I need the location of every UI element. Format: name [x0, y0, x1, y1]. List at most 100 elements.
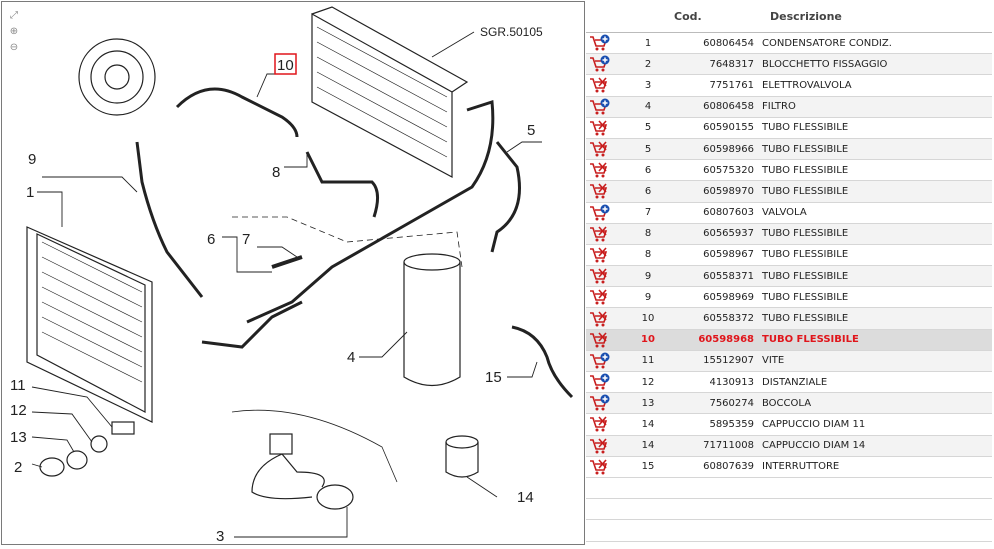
- cart-unavailable-icon[interactable]: [589, 288, 611, 306]
- row-ref: 14: [622, 413, 674, 436]
- row-ref: 10: [622, 329, 674, 351]
- row-code: 60807639: [674, 456, 760, 478]
- cart-unavailable-icon[interactable]: [589, 76, 611, 94]
- row-ref: 1: [622, 32, 674, 55]
- cart-add-icon[interactable]: [589, 352, 611, 370]
- callout-1[interactable]: 1: [26, 184, 34, 201]
- callout-11[interactable]: 11: [10, 377, 26, 394]
- row-description: BLOCCHETTO FISSAGGIO: [760, 53, 992, 76]
- evaporator-outline: [311, 12, 453, 179]
- zoom-in-icon[interactable]: ⊕: [9, 26, 19, 37]
- row-code: 60598969: [674, 286, 760, 309]
- cart-unavailable-icon[interactable]: [589, 246, 611, 264]
- row-description: FILTRO: [760, 96, 992, 118]
- row-code: 71711008: [674, 435, 760, 457]
- callout-3[interactable]: 3: [216, 528, 224, 545]
- cart-unavailable-icon[interactable]: [589, 310, 611, 328]
- cart-unavailable-icon[interactable]: [589, 458, 611, 476]
- cart-unavailable-icon[interactable]: [589, 182, 611, 200]
- row-code: 5895359: [674, 413, 760, 436]
- zoom-out-icon[interactable]: ⊖: [9, 42, 19, 53]
- callout-15[interactable]: 15: [485, 369, 502, 386]
- cart-unavailable-icon[interactable]: [589, 331, 611, 349]
- row-code: 60598970: [674, 180, 760, 203]
- row-description: DISTANZIALE: [760, 371, 992, 394]
- callout-12[interactable]: 12: [10, 402, 27, 419]
- cart-add-icon[interactable]: [589, 98, 611, 116]
- callout-10-highlight: [274, 53, 297, 75]
- cart-unavailable-icon[interactable]: [589, 225, 611, 243]
- callout-14[interactable]: 14: [517, 489, 534, 506]
- callout-13[interactable]: 13: [10, 429, 27, 446]
- row-description: TUBO FLESSIBILE: [760, 265, 992, 288]
- cart-add-icon[interactable]: [589, 373, 611, 391]
- header-icon: [586, 0, 622, 33]
- row-ref: 4: [622, 96, 674, 118]
- cart-unavailable-icon[interactable]: [589, 437, 611, 455]
- fit-view-icon[interactable]: ⤢: [10, 10, 18, 21]
- row-ref: 6: [622, 180, 674, 203]
- row-ref: 7: [622, 202, 674, 224]
- callout-10[interactable]: 10: [277, 57, 294, 74]
- row-ref: 14: [622, 435, 674, 457]
- row-description: TUBO FLESSIBILE: [760, 180, 992, 203]
- callout-7[interactable]: 7: [242, 231, 250, 248]
- cart-unavailable-icon[interactable]: [589, 119, 611, 137]
- cart-unavailable-icon[interactable]: [589, 140, 611, 158]
- row-code: 60806454: [674, 32, 760, 55]
- row-description: TUBO FLESSIBILE: [760, 117, 992, 139]
- cart-unavailable-icon[interactable]: [589, 267, 611, 285]
- empty-row: [586, 519, 992, 542]
- cart-add-icon[interactable]: [589, 34, 611, 52]
- row-code: 60807603: [674, 202, 760, 224]
- row-ref: 11: [622, 350, 674, 373]
- row-description: TUBO FLESSIBILE: [760, 159, 992, 182]
- row-ref: 3: [622, 74, 674, 97]
- row-code: 60565937: [674, 223, 760, 245]
- cart-add-icon[interactable]: [589, 55, 611, 73]
- callout-4[interactable]: 4: [347, 349, 355, 366]
- cart-unavailable-icon[interactable]: [589, 415, 611, 433]
- empty-row: [586, 498, 992, 521]
- exploded-diagram[interactable]: ⤢ ⊕ ⊖: [1, 1, 585, 545]
- callout-5[interactable]: 5: [527, 122, 535, 139]
- row-description: ELETTROVALVOLA: [760, 74, 992, 97]
- condenser-outline: [26, 226, 153, 423]
- callout-6[interactable]: 6: [207, 231, 215, 248]
- header-code[interactable]: Cod.: [674, 0, 760, 33]
- row-code: 7560274: [674, 392, 760, 415]
- row-description: TUBO FLESSIBILE: [760, 244, 992, 267]
- cart-add-icon[interactable]: [589, 204, 611, 222]
- callout-2[interactable]: 2: [14, 459, 22, 476]
- row-code: 60598967: [674, 244, 760, 267]
- row-description: INTERRUTTORE: [760, 456, 992, 478]
- callout-9[interactable]: 9: [28, 151, 36, 168]
- header-description[interactable]: Descrizione: [760, 0, 992, 33]
- cart-unavailable-icon[interactable]: [589, 161, 611, 179]
- cart-add-icon[interactable]: [589, 394, 611, 412]
- callout-8[interactable]: 8: [272, 164, 280, 181]
- row-ref: 5: [622, 138, 674, 161]
- row-code: 60598968: [674, 329, 760, 351]
